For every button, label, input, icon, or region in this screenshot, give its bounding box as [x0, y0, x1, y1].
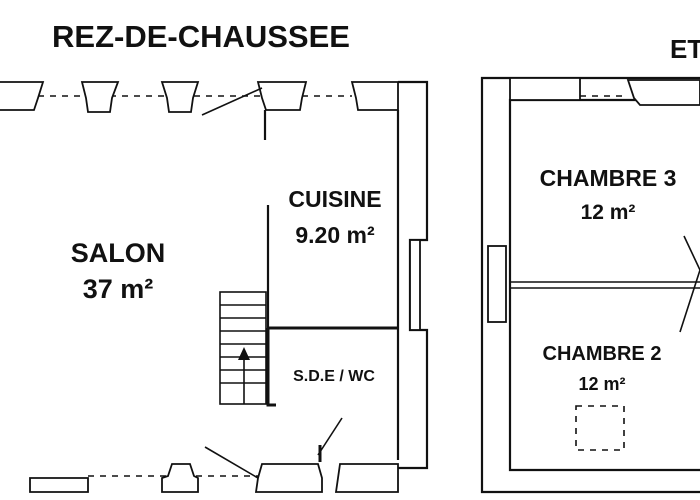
bottom-window-3	[254, 463, 323, 493]
upper-inner-wall	[508, 98, 700, 472]
upper-top-window-1	[509, 77, 581, 101]
right-window	[409, 239, 421, 331]
top-window-5	[350, 81, 399, 111]
upper-floor-title: ET	[670, 34, 700, 64]
salon-label: SALON	[71, 238, 166, 268]
bottom-window-4	[334, 463, 399, 493]
upper-outer-wall	[480, 76, 700, 494]
cuisine-label: CUISINE	[288, 186, 381, 212]
door-swing-top	[201, 87, 263, 116]
dashed-skylight	[575, 405, 625, 451]
chambre3-label: CHAMBRE 3	[540, 165, 677, 191]
staircase	[219, 291, 267, 405]
bottom-window-1	[29, 477, 89, 493]
sde-wc-label: S.D.E / WC	[293, 368, 375, 385]
upper-top-window-2	[626, 79, 700, 106]
bathroom-left-wall	[266, 328, 276, 407]
top-window-2	[80, 81, 120, 113]
cuisine-area: 9.20 m²	[295, 222, 375, 248]
chambre2-area: 12 m²	[578, 374, 625, 394]
stair-arrow-head	[238, 347, 250, 360]
top-window-4	[256, 81, 308, 111]
staircase-outline	[219, 291, 267, 405]
upper-left-window	[487, 245, 507, 323]
ground-floor-title: REZ-DE-CHAUSSEE	[52, 19, 350, 54]
salon-area: 37 m²	[83, 274, 154, 304]
bathroom-door-swing	[317, 417, 343, 456]
ground-floor-plan: SALON 37 m² CUISINE 9.20 m² S.D.E / WC	[0, 80, 429, 493]
chambre3-area: 12 m²	[581, 201, 636, 224]
top-window-1	[0, 81, 45, 111]
chambre2-label: CHAMBRE 2	[543, 343, 662, 365]
door-swing-bottom	[204, 446, 259, 479]
upper-floor-plan: CHAMBRE 3 12 m² CHAMBRE 2 12 m²	[480, 76, 700, 494]
upper-door-swing	[679, 235, 700, 333]
bottom-window-2	[161, 463, 199, 493]
top-window-3	[160, 81, 200, 113]
